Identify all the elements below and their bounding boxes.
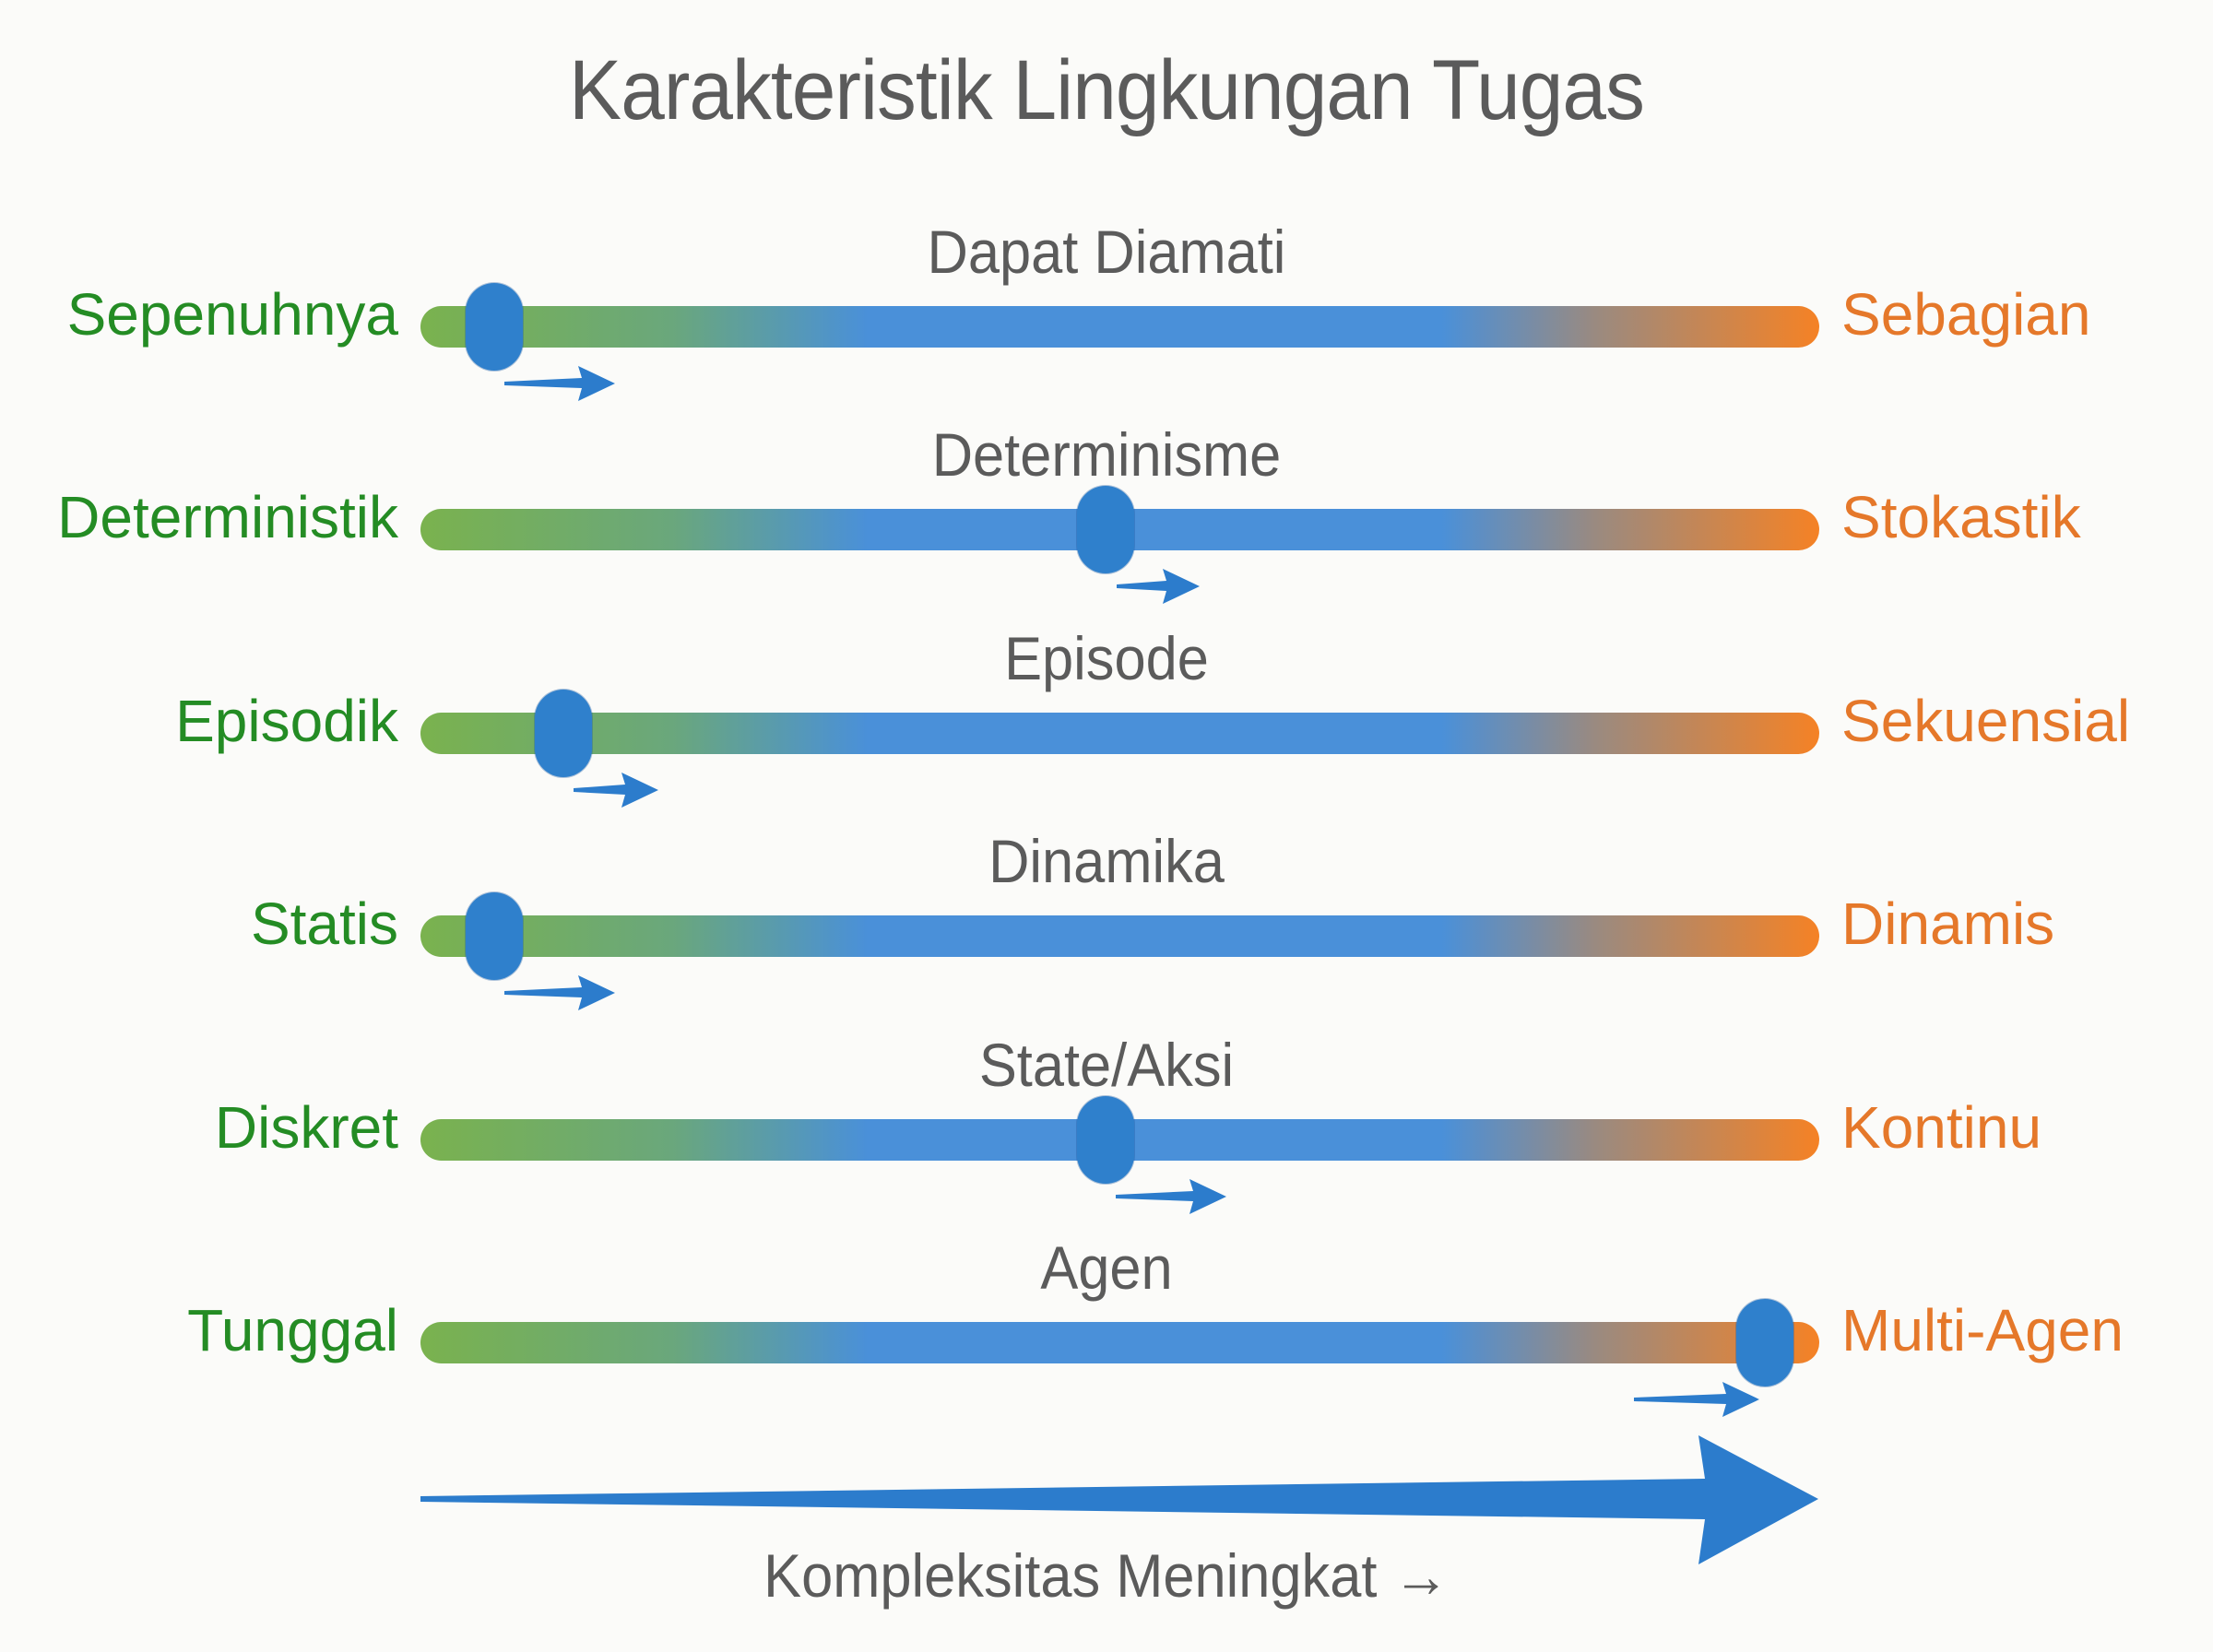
right-extreme-label: Multi-Agen [1841, 1297, 2124, 1363]
dimension-label: Agen [1040, 1233, 1173, 1302]
slider-handle[interactable] [1077, 1095, 1135, 1184]
spectrum-row-agents: Agen Tunggal Multi-Agen [0, 0, 2213, 1417]
slider-handle[interactable] [1735, 1299, 1793, 1386]
slider-handle[interactable] [1077, 486, 1135, 574]
spectrum-row-state-action: State/Aksi Diskret Kontinu [0, 0, 2213, 1214]
right-arrow-icon [504, 366, 616, 401]
spectrum-row-episode: Episode Episodik Sekuensial [0, 0, 2213, 808]
right-extreme-label: Kontinu [1841, 1093, 2042, 1161]
spectrum-track [420, 712, 1819, 754]
dimension-label: Dapat Diamati [927, 218, 1286, 286]
dimension-label: Episode [1004, 623, 1209, 692]
right-arrow-icon [573, 772, 658, 808]
slider-handle[interactable] [466, 892, 524, 981]
left-extreme-label: Tunggal [187, 1297, 398, 1363]
left-extreme-label: Sepenuhnya [66, 281, 398, 348]
diagram-title: Karakteristik Lingkungan Tugas [569, 43, 1645, 137]
left-extreme-label: Episodik [175, 687, 398, 754]
complexity-label: Kompleksitas Meningkat → [763, 1541, 1450, 1610]
left-extreme-label: Deterministik [57, 484, 398, 551]
spectrum-row-dynamics: Dinamika Statis Dinamis [0, 0, 2213, 1011]
spectrum-track [420, 1322, 1819, 1363]
right-arrow-icon [1117, 569, 1201, 605]
right-extreme-label: Sekuensial [1841, 687, 2131, 754]
dimension-label: State/Aksi [978, 1030, 1235, 1099]
left-extreme-label: Statis [250, 891, 398, 958]
right-arrow-icon [1633, 1382, 1759, 1417]
right-arrow-icon [1116, 1178, 1227, 1214]
right-extreme-label: Sebagian [1841, 281, 2091, 348]
spectrum-row-determinism: Determinisme Deterministik Stokastik [0, 0, 2213, 605]
left-extreme-label: Diskret [214, 1093, 398, 1161]
slider-handle[interactable] [466, 283, 524, 371]
complexity-arrow-shape [420, 1435, 1818, 1564]
spectrum-track [420, 306, 1819, 348]
dimension-label: Dinamika [988, 827, 1225, 896]
right-arrow-icon [504, 975, 616, 1011]
slider-handle[interactable] [534, 689, 592, 777]
right-extreme-label: Stokastik [1841, 484, 2081, 551]
dimension-label: Determinisme [931, 420, 1282, 490]
right-extreme-label: Dinamis [1841, 891, 2055, 958]
spectrum-row-observability: Dapat Diamati Sepenuhnya Sebagian [0, 0, 2213, 401]
spectrum-track [420, 915, 1819, 958]
